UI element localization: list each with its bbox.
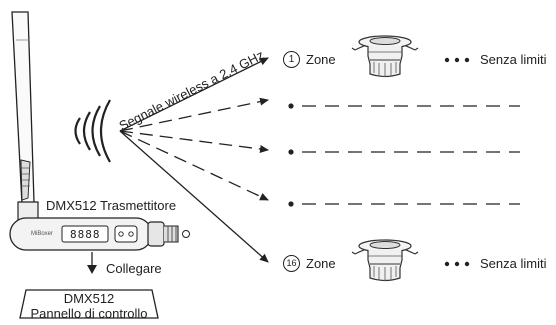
transmitter-device [9, 217, 190, 251]
connect-label: Collegare [106, 261, 162, 276]
signal-lines [119, 57, 269, 263]
device-display: 8888 [70, 228, 101, 241]
ellipsis-dots [444, 57, 470, 267]
placeholder-rows [288, 103, 520, 207]
control-panel-line2: Pannello di controllo [30, 305, 148, 321]
antenna [11, 11, 39, 221]
zone-label: Zone [306, 256, 336, 271]
radio-waves [74, 99, 111, 163]
zone-number-badge: 1 [283, 51, 300, 68]
zone-suffix: Senza limiti [480, 52, 547, 67]
device-brand: MiBoxer [31, 231, 54, 237]
connect-arrow [87, 252, 97, 274]
downlight-icon [351, 35, 419, 78]
control-panel-text: DMX512 Pannello di controllo [20, 291, 158, 322]
downlight-icon [351, 239, 419, 282]
zone-label: Zone [306, 52, 336, 67]
transmitter-label: DMX512 Trasmettitore [46, 198, 177, 213]
zone-suffix: Senza limiti [480, 256, 547, 271]
control-panel-box [19, 289, 159, 319]
control-panel-line1: DMX512 [63, 291, 115, 306]
zone-number-badge: 16 [283, 255, 300, 272]
